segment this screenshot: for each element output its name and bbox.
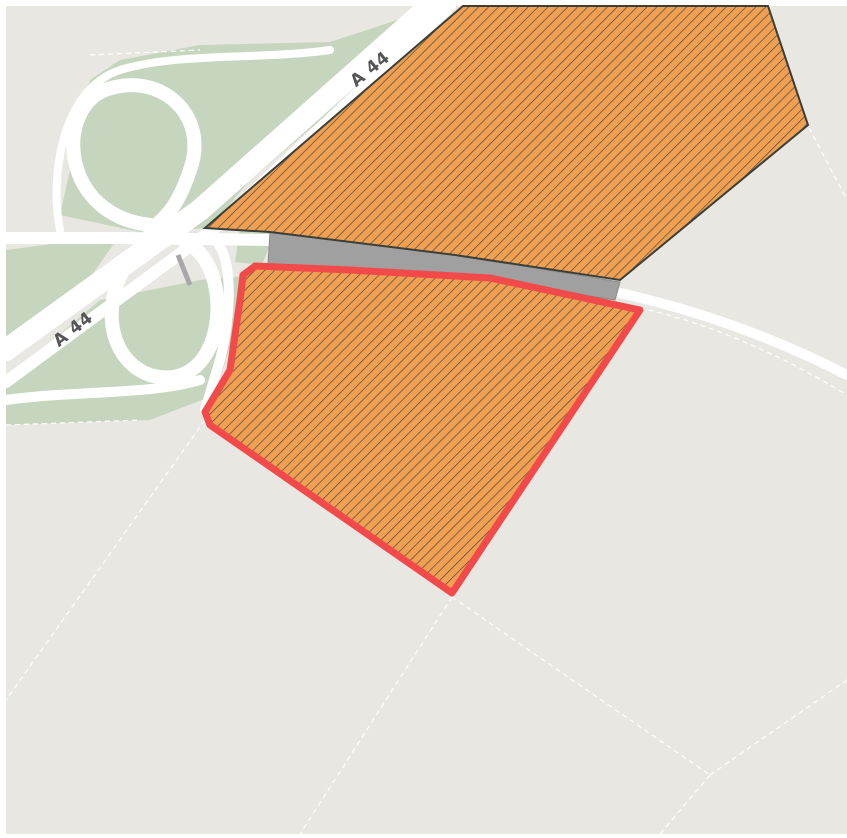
- ramp-east: [200, 235, 234, 415]
- boundary-lines: [5, 49, 847, 835]
- loop-ramp-north: [66, 78, 202, 237]
- parcel-selected[interactable]: [201, 262, 644, 597]
- service-strip: [175, 254, 193, 286]
- boundary-line-7: [804, 119, 847, 201]
- boundary-line-3: [451, 596, 711, 776]
- boundary-line-1: [5, 419, 206, 701]
- top-curve-road: [52, 46, 334, 234]
- parcel-north[interactable]: [202, 5, 810, 282]
- connector-road: [0, 232, 276, 246]
- east-curve-road: [615, 288, 847, 380]
- bottom-curve-road: [1, 375, 205, 405]
- boundary-line-9: [89, 49, 201, 56]
- boundary-line-4: [709, 679, 847, 776]
- boundary-line-5: [659, 774, 711, 835]
- green-verge-bottom: [6, 275, 260, 425]
- motorway-a44-lane-1: [0, 0, 441, 361]
- boundary-line-2: [299, 596, 453, 835]
- loop-ramp-south: [104, 228, 225, 385]
- roads: [0, 0, 847, 415]
- boundary-line-8: [5, 419, 141, 426]
